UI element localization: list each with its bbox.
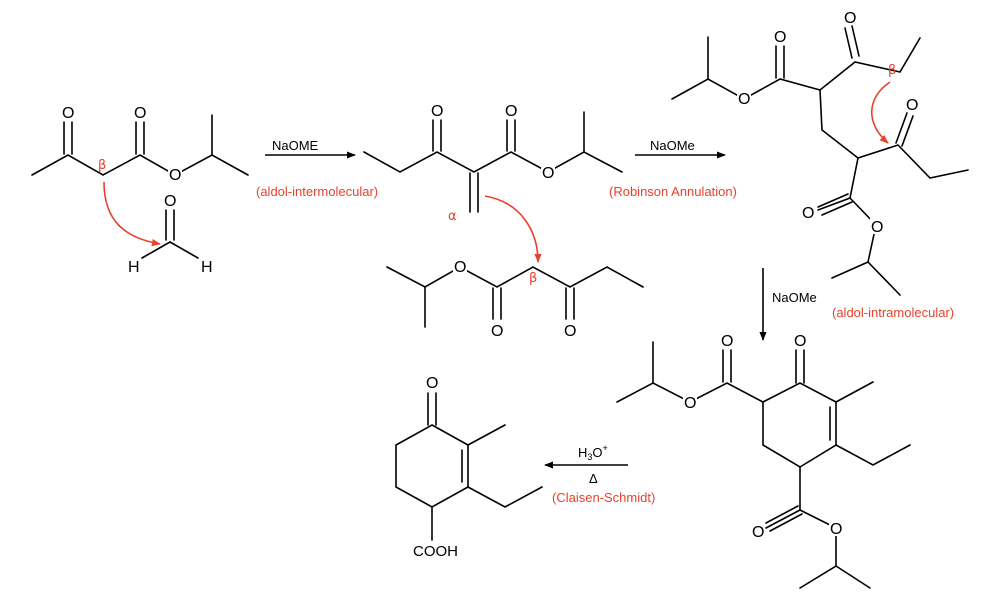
curly-arrow-intramolecular-aldol xyxy=(870,81,891,144)
reagent-label: NaOMe xyxy=(650,138,695,153)
oxygen-atom: O xyxy=(134,105,146,122)
oxygen-atom: O xyxy=(542,165,554,182)
reaction-arrow-1: NaOME (aldol-intermolecular) xyxy=(256,138,378,199)
oxygen-atom: O xyxy=(426,375,438,392)
reaction-arrow-2: NaOMe (Robinson Annulation) xyxy=(609,138,737,199)
molecule-michael-adduct: O O O O O O β xyxy=(671,10,969,296)
reaction-arrow-3: NaOMe (aldol-intramolecular) xyxy=(759,268,954,341)
reaction-name-label: (Robinson Annulation) xyxy=(609,184,737,199)
oxygen-atom: O xyxy=(721,333,733,350)
reagent-label: H3O+ xyxy=(578,443,608,462)
oxygen-atom: O xyxy=(752,524,764,541)
molecule-cyclohexenone-acid: O COOH xyxy=(395,375,543,560)
reaction-name-label: (aldol-intermolecular) xyxy=(256,184,378,199)
condition-label: Δ xyxy=(589,471,598,486)
oxygen-atom: O xyxy=(169,167,181,184)
oxygen-atom: O xyxy=(62,105,74,122)
molecule-isopropyl-acetoacetate: O O O β xyxy=(31,105,249,184)
oxygen-atom: O xyxy=(830,521,842,538)
reaction-name-label: (aldol-intramolecular) xyxy=(832,305,954,320)
reaction-arrow-4: H3O+ Δ (Claisen-Schmidt) xyxy=(544,443,655,505)
oxygen-atom: O xyxy=(871,219,883,236)
oxygen-atom: O xyxy=(738,91,750,108)
reagent-label: NaOME xyxy=(272,138,319,153)
alpha-label: α xyxy=(448,209,457,224)
oxygen-atom: O xyxy=(564,323,576,340)
oxygen-atom: O xyxy=(794,333,806,350)
oxygen-atom: O xyxy=(802,205,814,222)
hydrogen-atom: H xyxy=(201,259,213,276)
hydrogen-atom: H xyxy=(128,259,140,276)
oxygen-atom: O xyxy=(454,259,466,276)
beta-label: β xyxy=(888,63,896,78)
oxygen-atom: O xyxy=(491,323,503,340)
oxygen-atom: O xyxy=(431,103,443,120)
oxygen-atom: O xyxy=(906,97,918,114)
molecule-cyclohexenone-diester: O O O O O xyxy=(616,333,911,589)
beta-label: β xyxy=(98,158,106,173)
reaction-name-label: (Claisen-Schmidt) xyxy=(552,490,655,505)
oxygen-atom: O xyxy=(505,103,517,120)
oxygen-atom: O xyxy=(844,10,856,27)
molecule-formaldehyde: O H H xyxy=(128,193,213,276)
curly-arrow-enolate-to-aldehyde xyxy=(103,181,161,247)
oxygen-atom: O xyxy=(774,29,786,46)
reagent-label: NaOMe xyxy=(772,290,817,305)
oxygen-atom: O xyxy=(164,193,176,210)
molecule-methylene-ketoester: O O O α xyxy=(363,103,623,224)
beta-label: β xyxy=(529,271,537,286)
oxygen-atom: O xyxy=(684,395,696,412)
curly-arrow-michael-addition xyxy=(484,195,542,263)
carboxylic-acid-label: COOH xyxy=(413,543,458,560)
molecule-ketoester-donor: O O O β xyxy=(386,256,644,340)
